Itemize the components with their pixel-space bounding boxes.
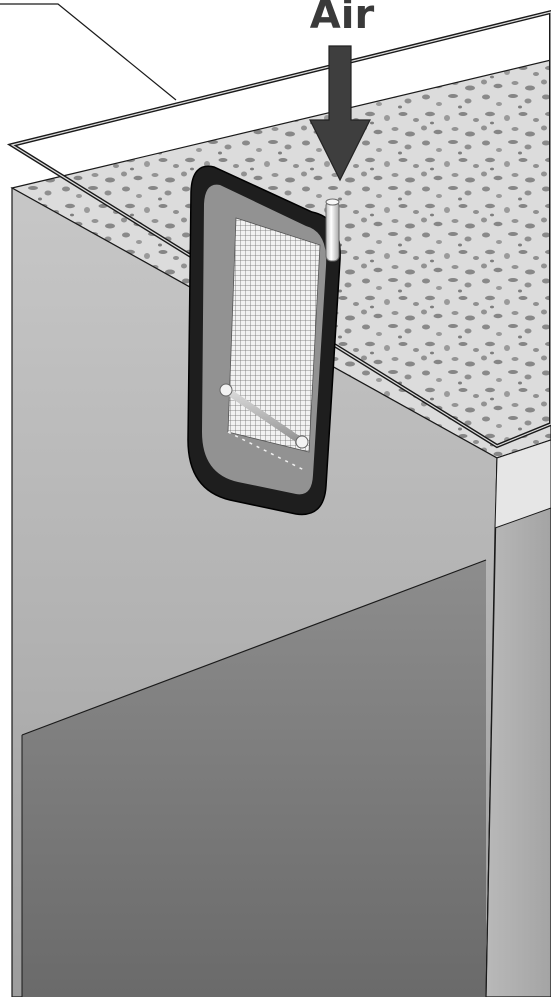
block-inner-edge xyxy=(21,559,487,736)
block-side-top-strip xyxy=(494,439,551,529)
panel-dotted-line xyxy=(227,431,305,471)
block-side-inner-edge xyxy=(485,527,496,997)
air-flow-arrow xyxy=(309,45,371,182)
mesh-screen xyxy=(227,217,321,453)
block-inner-face xyxy=(22,560,486,997)
leader-line xyxy=(0,3,177,101)
air-inlet-tube xyxy=(325,198,340,262)
aeration-panel xyxy=(187,165,341,516)
diffuser-bar xyxy=(219,383,309,449)
air-label: Air xyxy=(310,0,375,38)
